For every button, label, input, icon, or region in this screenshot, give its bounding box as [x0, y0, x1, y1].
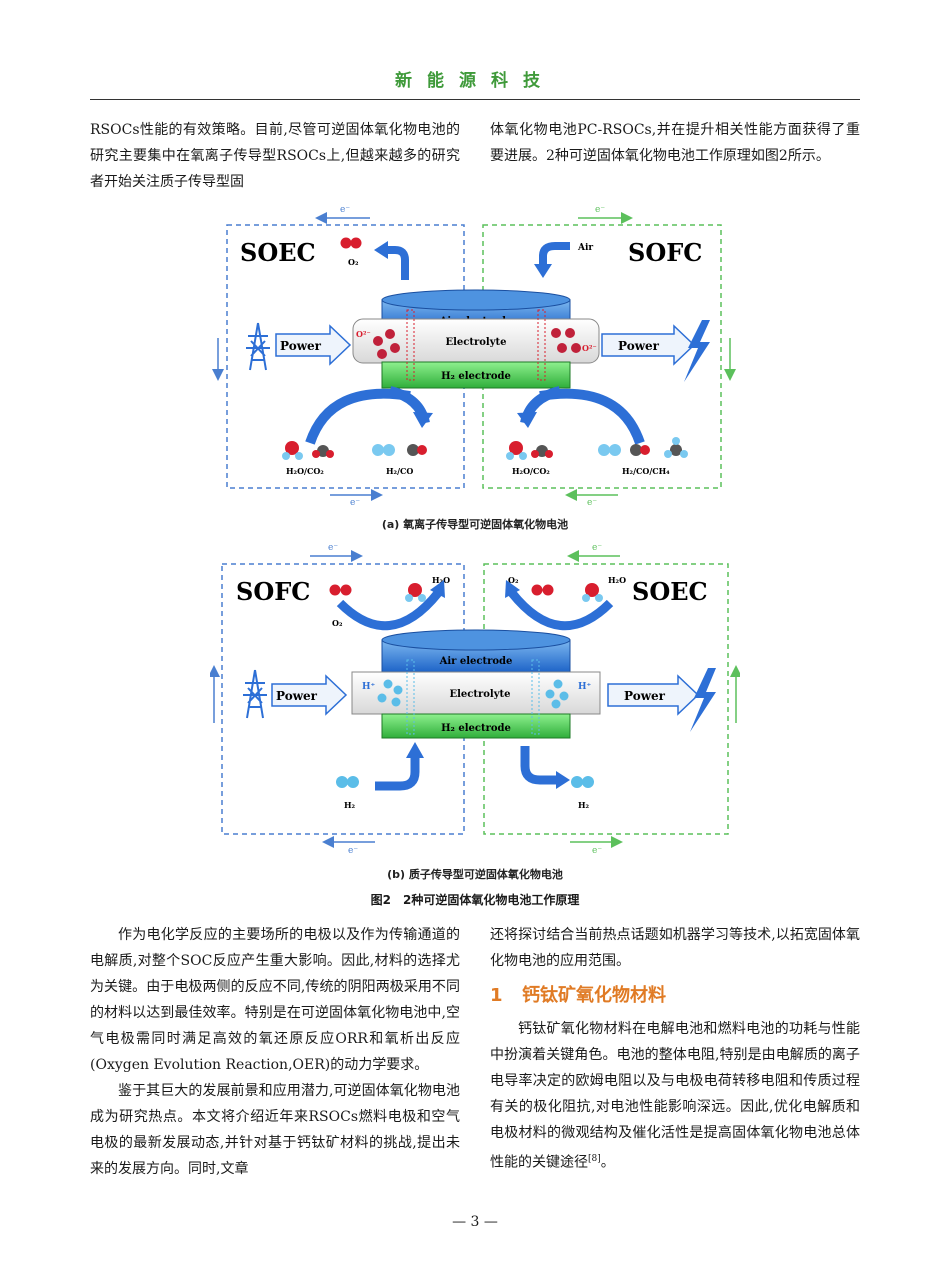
sofc-box: [221, 563, 465, 835]
o2-label: O₂: [332, 618, 343, 628]
h2-label: H₂: [344, 800, 356, 810]
journal-name: 新能源科技: [395, 71, 555, 91]
electron-label: e⁻: [340, 205, 350, 215]
ion-label: H⁺: [362, 682, 376, 692]
section-title: 钙钛矿氧化物材料: [522, 985, 666, 1006]
sofc-box: [482, 224, 722, 489]
header-rule: [90, 99, 860, 100]
electron-label: e⁻: [592, 543, 602, 553]
paragraph: 还将探讨结合当前热点话题如机器学习等技术,以拓宽固体氧化物电池的应用范围。: [490, 927, 860, 969]
h2-electrode-label: H₂ electrode: [441, 371, 511, 382]
paragraph-end: 。: [600, 1154, 615, 1171]
citation: [8]: [588, 1154, 601, 1164]
molecule-label: H₂/CO/CH₄: [622, 466, 670, 476]
air-label: Air: [577, 243, 593, 253]
molecule-label: H₂O/CO₂: [286, 466, 324, 476]
panel-a: e⁻ e⁻ e⁻ e⁻ SOEC SOFC O₂ Air Air electro…: [212, 205, 736, 508]
paragraph: 作为电化学反应的主要场所的电极以及作为传输通道的电解质,对整个SOC反应产生重大…: [90, 927, 460, 1073]
paragraph: 钙钛矿氧化物材料在电解电池和燃料电池的功耗与性能中扮演着关键角色。电池的整体电阻…: [490, 1016, 860, 1176]
subcaption-b: (b) 质子传导型可逆固体氧化物电池: [387, 868, 563, 881]
electron-label: e⁻: [350, 498, 360, 508]
ion-label: O²⁻: [356, 329, 371, 339]
pylon-icon: [246, 322, 270, 371]
electrolyte-label: Electrolyte: [445, 337, 506, 348]
paragraph: 体氧化物电池PC-RSOCs,并在提升相关性能方面获得了重要进展。2种可逆固体氧…: [490, 122, 860, 164]
panel-b: e⁻ e⁻ e⁻ e⁻ SOFC SOEC O₂ H₂O O₂ H₂O Air …: [210, 543, 740, 856]
top-left-column: RSOCs性能的有效策略。目前,尽管可逆固体氧化物电池的研究主要集中在氧离子传导…: [90, 117, 460, 195]
mode-label: SOFC: [628, 238, 702, 267]
paragraph-text: 钙钛矿氧化物材料在电解电池和燃料电池的功耗与性能中扮演着关键角色。电池的整体电阻…: [490, 1021, 860, 1171]
electron-label: e⁻: [348, 846, 358, 856]
h2o-label: H₂O: [432, 575, 450, 585]
soec-box: [226, 224, 465, 489]
power-label: Power: [624, 689, 666, 703]
lightning-icon: [690, 668, 716, 732]
ion-label: H⁺: [578, 682, 592, 692]
h2o-label: H₂O: [608, 575, 626, 585]
power-label: Power: [280, 339, 322, 353]
electrolyte-label: Electrolyte: [449, 689, 510, 700]
lightning-icon: [684, 320, 710, 382]
subcaption-a: (a) 氧离子传导型可逆固体氧化物电池: [381, 518, 569, 531]
o2-label: O₂: [508, 575, 519, 585]
mode-label: SOEC: [240, 238, 316, 267]
ion-label: O²⁻: [582, 343, 597, 353]
power-label: Power: [618, 339, 660, 353]
top-right-column: 体氧化物电池PC-RSOCs,并在提升相关性能方面获得了重要进展。2种可逆固体氧…: [490, 117, 860, 169]
body-left-column: 作为电化学反应的主要场所的电极以及作为传输通道的电解质,对整个SOC反应产生重大…: [90, 922, 460, 1182]
figure-title: 图2 2种可逆固体氧化物电池工作原理: [370, 893, 580, 907]
h2-label: H₂: [578, 800, 590, 810]
section-heading: 1 钙钛矿氧化物材料: [490, 982, 860, 1010]
electron-label: e⁻: [595, 205, 605, 215]
molecule-label: H₂/CO: [386, 466, 413, 476]
electron-label: e⁻: [592, 846, 602, 856]
air-electrode-label: Air electrode: [439, 656, 513, 667]
paragraph: RSOCs性能的有效策略。目前,尽管可逆固体氧化物电池的研究主要集中在氧离子传导…: [90, 122, 460, 190]
h2-electrode-label: H₂ electrode: [441, 723, 511, 734]
power-label: Power: [276, 689, 318, 703]
figure-2: e⁻ e⁻ e⁻ e⁻ SOEC SOFC O₂ Air Air electro…: [210, 205, 740, 856]
molecule-label: H₂O/CO₂: [512, 466, 550, 476]
section-number: 1: [490, 985, 503, 1006]
electron-label: e⁻: [587, 498, 597, 508]
electron-label: e⁻: [328, 543, 338, 553]
page-number: — 3 —: [452, 1214, 498, 1230]
mode-label: SOFC: [236, 577, 310, 606]
mode-label: SOEC: [632, 577, 708, 606]
paragraph: 鉴于其巨大的发展前景和应用潜力,可逆固体氧化物电池成为研究热点。本文将介绍近年来…: [90, 1083, 460, 1177]
o2-label: O₂: [348, 257, 359, 267]
pylon-icon: [243, 669, 267, 719]
